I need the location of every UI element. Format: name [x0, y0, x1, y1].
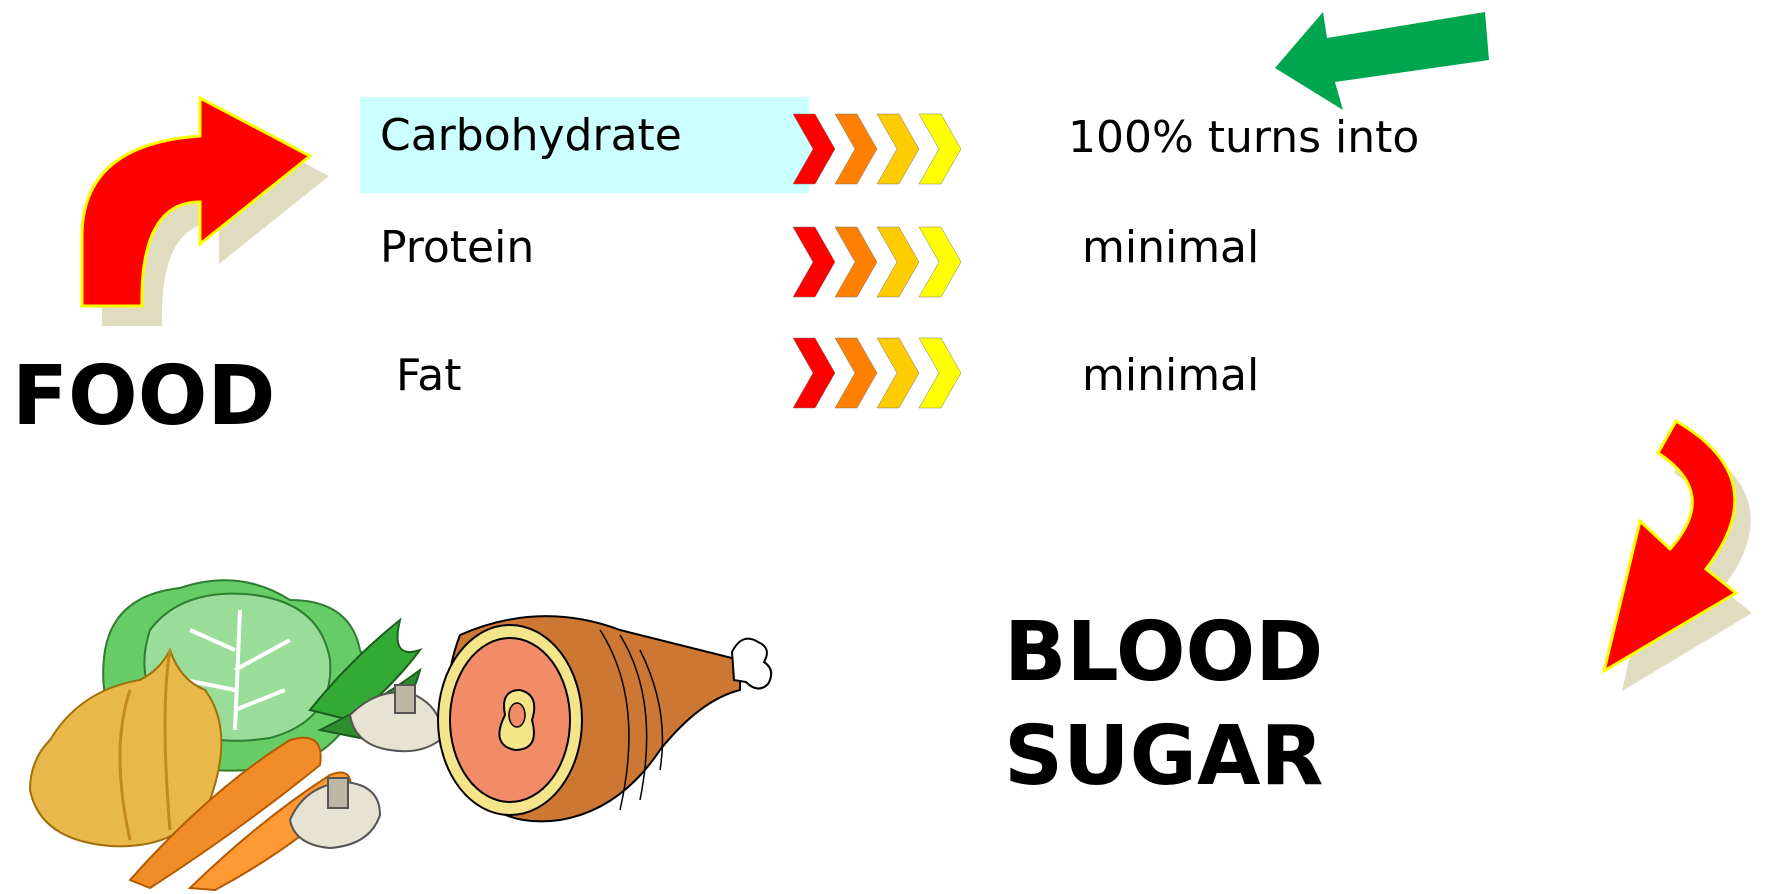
blood-sugar-line2: SUGAR	[1004, 716, 1324, 798]
chevron-arrow-icon	[793, 227, 963, 297]
chevron-arrow-icon	[793, 114, 963, 184]
chevron-arrow-icon	[793, 338, 963, 408]
result-carbohydrate: 100% turns into	[1068, 116, 1419, 160]
nutrient-carbohydrate: Carbohydrate	[380, 114, 682, 158]
blood-sugar-line1: BLOOD	[1004, 612, 1323, 694]
curved-red-arrow-icon	[1590, 415, 1776, 685]
nutrient-fat: Fat	[396, 354, 461, 398]
curved-red-arrow-icon	[70, 90, 330, 330]
nutrient-protein: Protein	[380, 226, 534, 270]
result-fat: minimal	[1082, 354, 1259, 398]
result-protein: minimal	[1082, 226, 1259, 270]
food-clipart-icon	[20, 570, 770, 890]
food-title: FOOD	[12, 356, 276, 438]
green-arrow-icon	[1275, 8, 1500, 118]
